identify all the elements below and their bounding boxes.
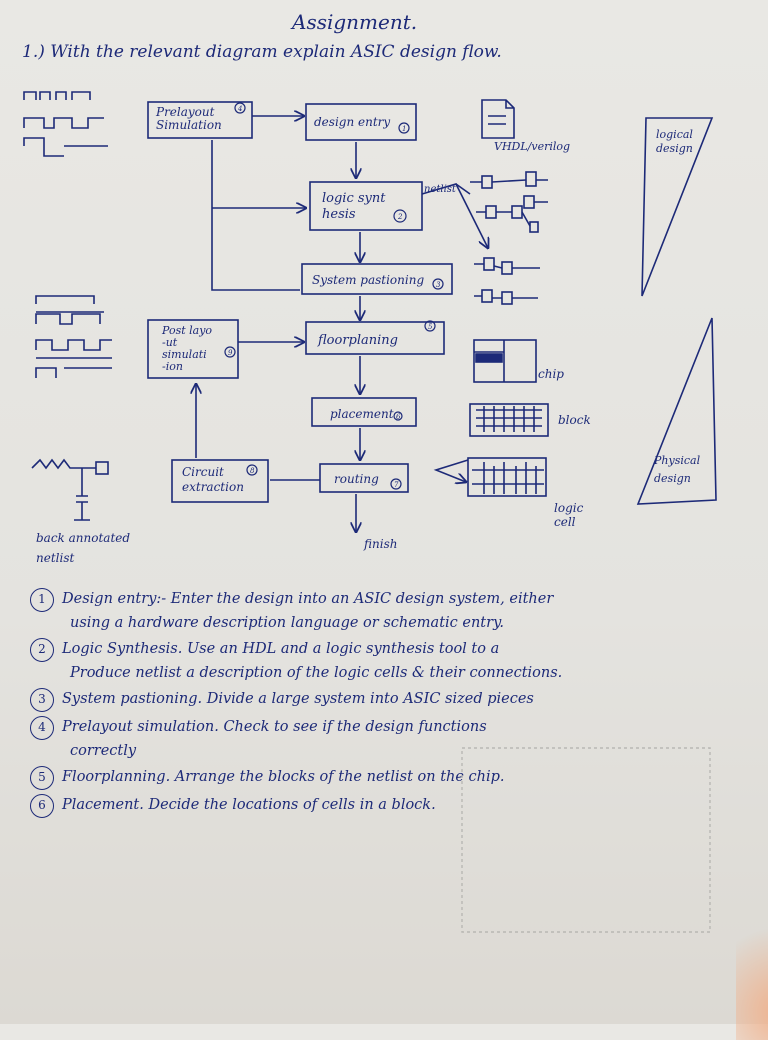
note-number: 3 [30,688,54,712]
placement-label: placement [330,407,394,421]
question-text: 1.) With the relevant diagram explain AS… [22,42,502,62]
note-number: 5 [30,766,54,790]
notes-list: 1 Design entry:- Enter the design into an… [30,588,760,822]
system-partitioning-label: System pastioning [312,273,424,287]
routing-label: routing [334,472,379,486]
note-1: 1 Design entry:- Enter the design into an… [30,588,760,634]
step-number-5: 5 [428,323,433,331]
logical-design-triangle [641,117,714,297]
note-4: 4 Prelayout simulation. Check to see if t… [30,716,760,762]
design-entry-label: design entry [314,115,390,129]
circuit-extraction-box [171,459,269,503]
physical-design-triangle [636,317,717,505]
netlist-gates-icon [470,171,548,305]
step-number-6: 6 [396,413,401,421]
chip-icon [473,339,537,383]
step-number-2: 2 [397,213,403,221]
netlist-label: netlist [424,184,457,195]
note-5: 5 Floorplanning. Arrange the blocks of th… [30,766,760,790]
chip-label: chip [538,367,564,381]
note-text: Logic Synthesis. Use an HDL and a logic … [62,641,500,657]
note-text: Placement. Decide the locations of cells… [62,797,436,813]
step-number-8: 8 [250,467,255,475]
step-number-7: 7 [394,481,399,489]
placement-box [311,397,417,427]
page-title: Assignment. [292,10,418,34]
note-number: 4 [30,716,54,740]
block-icon [469,403,549,437]
note-3: 3 System pastioning. Divide a large syste… [30,688,760,712]
floorplanning-label: floorplaning [317,333,398,348]
block-label: block [558,413,591,427]
netlist-symbol-icon [31,458,109,521]
note-continuation: Produce netlist a description of the log… [70,665,563,681]
note-text: System pastioning. Divide a large system… [62,691,534,707]
step-number-9: 9 [228,349,233,357]
page-edge-glow [736,900,768,1040]
design-entry-box [305,103,417,141]
note-text: Design entry:- Enter the design into an … [62,591,554,607]
step-number-3: 3 [436,281,441,289]
note-number: 2 [30,638,54,662]
note-text: Floorplanning. Arrange the blocks of the… [62,769,505,785]
floorplanning-box [305,321,445,355]
waveform-icon-mid [35,295,112,378]
note-continuation: correctly [70,743,137,759]
postlayout-simulation-box [147,319,239,379]
step-number-4: 4 [237,105,242,113]
prelayout-simulation-box [147,101,253,139]
note-text: Prelayout simulation. Check to see if th… [62,719,487,735]
vhdl-document-icon [481,99,515,139]
step-number-1: 1 [402,125,406,133]
finish-label: finish [363,537,397,551]
logic-synthesis-box [309,181,423,231]
logic-cell-icon [467,457,547,497]
note-6: 6 Placement. Decide the locations of cell… [30,794,760,818]
waveform-icon-top [23,91,108,157]
note-number: 6 [30,794,54,818]
note-continuation: using a hardware description language or… [70,615,504,631]
note-number: 1 [30,588,54,612]
system-partitioning-box [301,263,453,295]
note-2: 2 Logic Synthesis. Use an HDL and a logic… [30,638,760,684]
routing-box [319,463,409,493]
vhdl-verilog-label: VHDL/verilog [494,140,570,153]
